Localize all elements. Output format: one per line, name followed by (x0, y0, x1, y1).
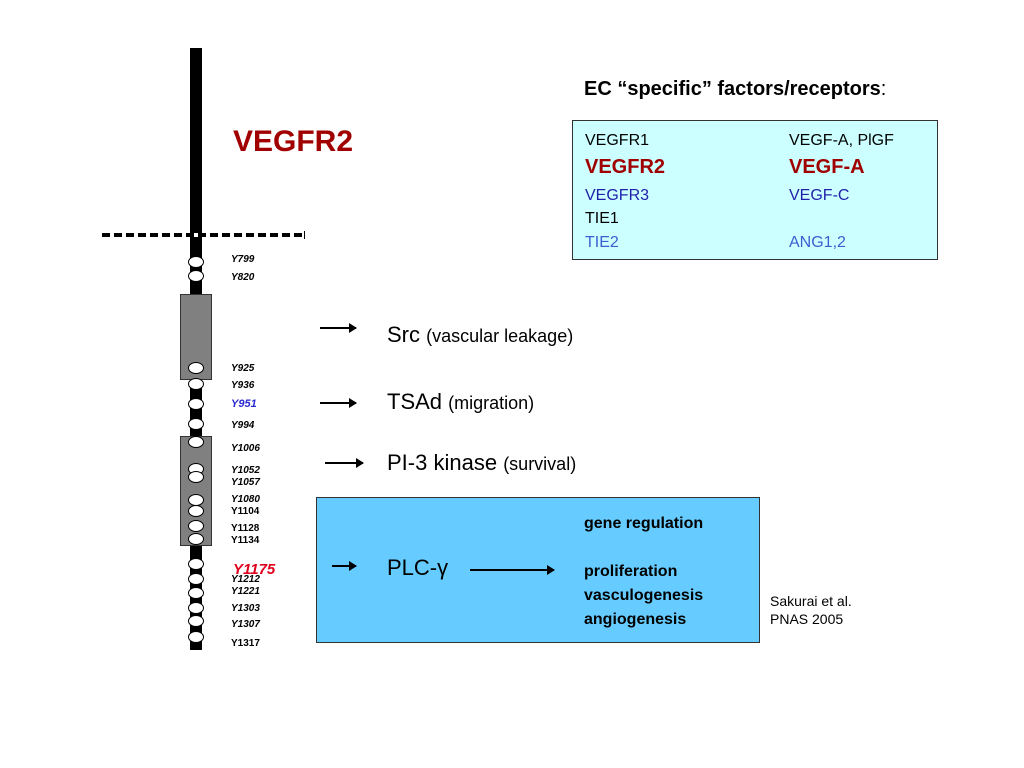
tyrosine-oval (188, 631, 204, 643)
outcome-gene-regulation: gene regulation (584, 515, 704, 532)
tyrosine-oval (188, 436, 204, 448)
site-label-y1080: Y1080 (231, 494, 260, 505)
site-label-y1104: Y1104 (231, 506, 260, 517)
arrow-plc (332, 561, 357, 571)
tyrosine-oval (188, 533, 204, 545)
tyrosine-oval (188, 362, 204, 374)
site-label-y1221: Y1221 (231, 586, 260, 597)
ec-table-title: EC “specific” factors/receptors: (584, 78, 887, 100)
tyrosine-oval (188, 471, 204, 483)
arrow-plc-outcomes (470, 565, 555, 575)
site-label-y936: Y936 (231, 380, 255, 391)
ec-receptor: VEGFR2 (585, 156, 666, 178)
ec-receptor: TIE2 (585, 234, 619, 251)
effector-plc-gamma: PLC-γ (387, 555, 449, 580)
tyrosine-oval (188, 270, 204, 282)
tyrosine-oval (188, 587, 204, 599)
reference-authors: Sakurai et al. (770, 593, 852, 609)
ec-row-tie1: TIE1 (585, 211, 619, 227)
ec-row-tie2: TIE2 ANG1,2 (585, 234, 846, 251)
tyrosine-oval (188, 398, 204, 410)
site-label-y1057: Y1057 (231, 477, 260, 488)
ec-receptor: TIE1 (585, 210, 619, 227)
arrow-pi3k (325, 458, 364, 468)
site-label-y1052: Y1052 (231, 465, 260, 476)
tyrosine-oval (188, 418, 204, 430)
effector-src: Src (vascular leakage) (387, 322, 574, 347)
outcome-proliferation: proliferation (584, 563, 678, 580)
tyrosine-oval (188, 256, 204, 268)
tyrosine-oval (188, 520, 204, 532)
site-label-y1175: Y1175 (233, 561, 276, 578)
ec-receptor: VEGFR1 (585, 132, 650, 149)
tyrosine-oval (188, 573, 204, 585)
ec-row-vegfr1: VEGFR1 VEGF-A, PlGF (585, 132, 894, 149)
receptor-extracellular-bar (190, 48, 202, 233)
effector-tsad: TSAd (migration) (387, 389, 535, 414)
ec-ligand: VEGF-A, PlGF (789, 132, 894, 149)
site-label-y994: Y994 (231, 420, 255, 431)
arrow-src (320, 323, 357, 333)
reference-journal: PNAS 2005 (770, 611, 844, 627)
ec-factor-table: VEGFR1 VEGF-A, PlGF VEGFR2 VEGF-A VEGFR3… (572, 120, 938, 260)
ec-row-vegfr3: VEGFR3 VEGF-C (585, 187, 849, 204)
ec-row-vegfr2: VEGFR2 VEGF-A (585, 156, 865, 178)
outcome-angiogenesis: angiogenesis (584, 611, 687, 628)
site-label-y951: Y951 (231, 398, 257, 410)
tyrosine-oval (188, 615, 204, 627)
tyrosine-oval (188, 602, 204, 614)
tyrosine-oval (188, 505, 204, 517)
site-label-y1212: Y1212 (231, 574, 260, 585)
site-label-y925: Y925 (231, 363, 255, 374)
cell-membrane-line (102, 233, 302, 237)
site-label-y1307: Y1307 (231, 619, 260, 630)
site-label-y799: Y799 (231, 254, 255, 265)
ec-ligand: ANG1,2 (789, 234, 846, 251)
cell-membrane-end (304, 231, 305, 239)
site-label-y1128: Y1128 (231, 523, 260, 534)
site-label-y1303: Y1303 (231, 603, 260, 614)
receptor-title: VEGFR2 (233, 125, 354, 158)
site-label-y1006: Y1006 (231, 443, 260, 454)
arrow-tsad (320, 398, 357, 408)
ec-ligand: VEGF-C (789, 187, 850, 204)
site-label-y1134: Y1134 (231, 535, 260, 546)
effector-pi3k: PI-3 kinase (survival) (387, 450, 577, 475)
site-label-y1317: Y1317 (231, 638, 260, 649)
site-label-y820: Y820 (231, 272, 255, 283)
tyrosine-oval (188, 558, 204, 570)
outcome-vasculogenesis: vasculogenesis (584, 587, 704, 604)
ec-receptor: VEGFR3 (585, 187, 650, 204)
ec-ligand: VEGF-A (789, 156, 865, 178)
tyrosine-oval (188, 378, 204, 390)
